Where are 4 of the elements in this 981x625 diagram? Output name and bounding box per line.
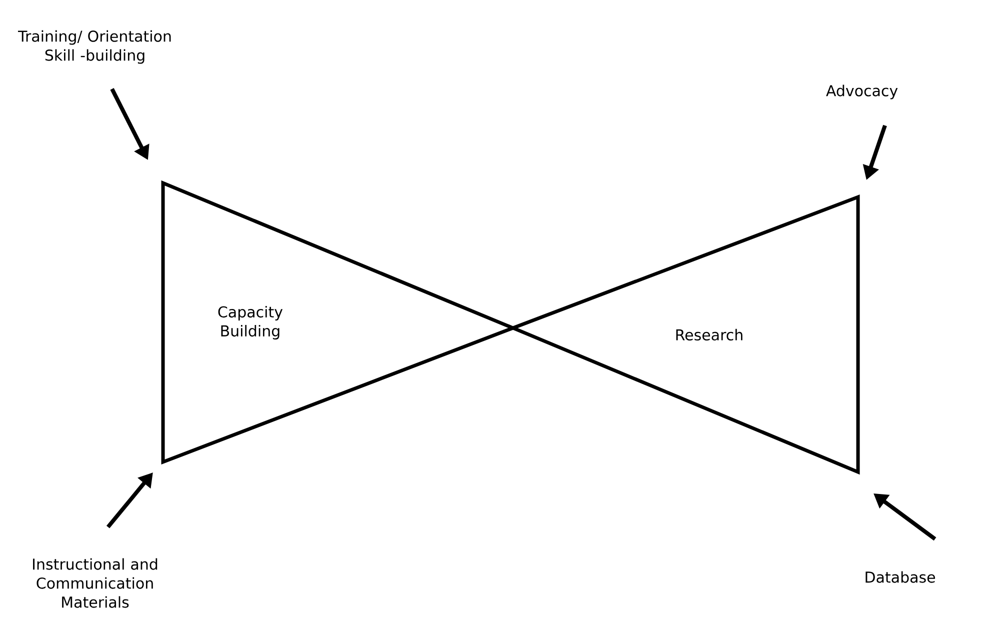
label-text: Instructional and Communication Materials — [33, 558, 158, 608]
label-text: Training/ Orientation Skill -building — [18, 30, 171, 64]
label-text: Advocacy — [826, 84, 898, 100]
label-text: Database — [866, 571, 935, 583]
